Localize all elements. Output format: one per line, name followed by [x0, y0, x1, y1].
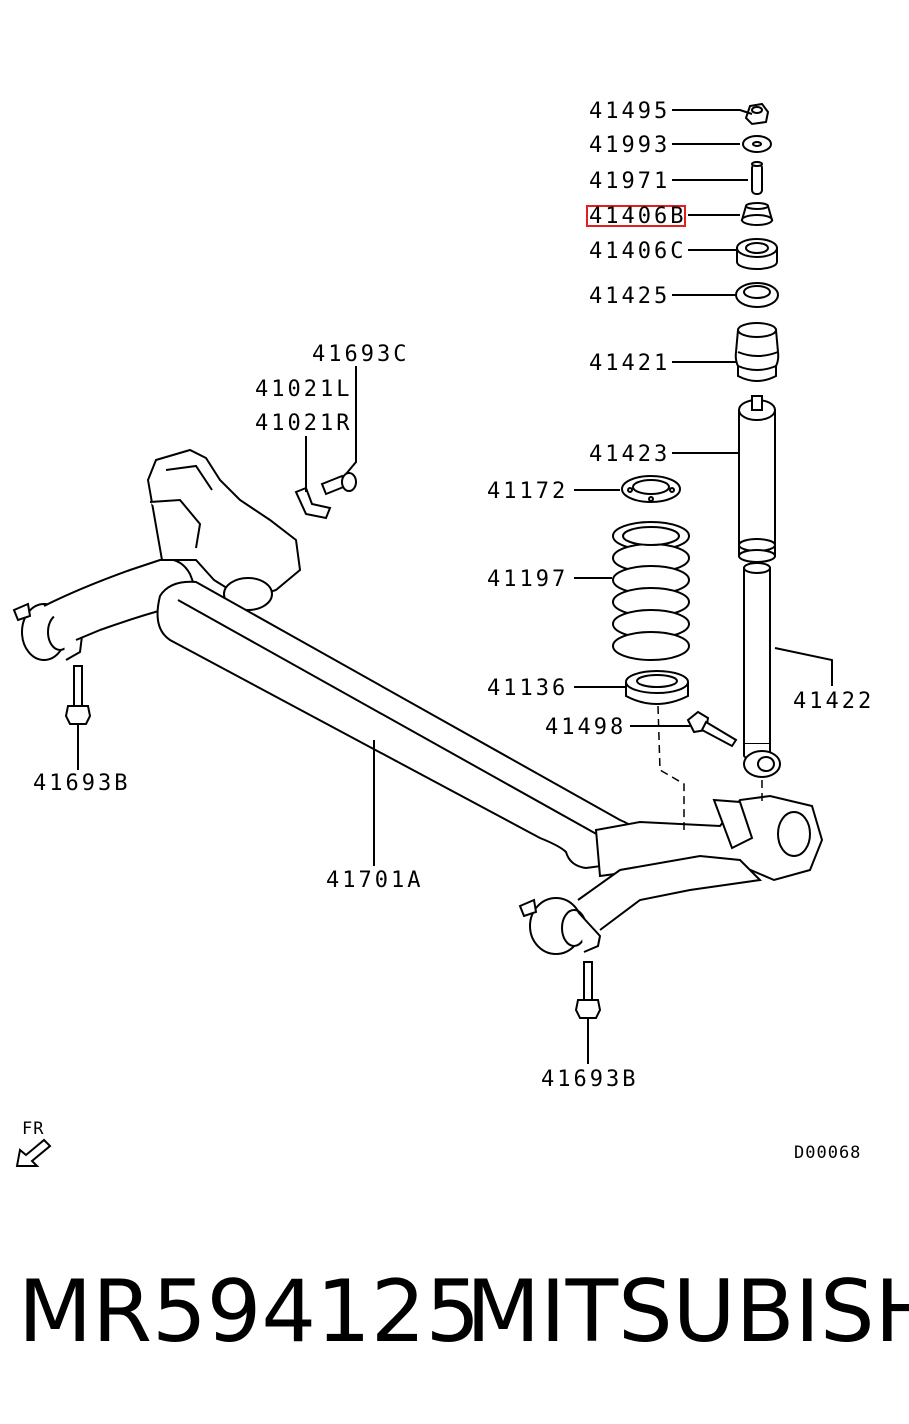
label-41406b[interactable]: 41406B [589, 204, 686, 229]
part-41406c-bushing [736, 238, 778, 270]
part-41495-nut [744, 102, 770, 126]
highlight-box-41406b [586, 205, 686, 227]
part-41423-dust-cover [738, 395, 776, 563]
label-41197[interactable]: 41197 [487, 567, 568, 592]
label-41421[interactable]: 41421 [589, 351, 670, 376]
label-41021l[interactable]: 41021L [255, 377, 352, 402]
front-direction-indicator: FR [15, 1119, 52, 1167]
label-41172[interactable]: 41172 [487, 479, 568, 504]
part-41693b-bolt-left [64, 665, 92, 725]
part-labels: 41495 41993 41971 41406B 41406C 41425 41… [33, 99, 874, 1092]
brand-name: MITSUBISHI [466, 1262, 909, 1362]
part-41693b-bolt-right [574, 961, 602, 1019]
label-41993[interactable]: 41993 [589, 133, 670, 158]
label-41422[interactable]: 41422 [793, 689, 874, 714]
fr-label: FR [22, 1119, 44, 1139]
label-41425[interactable]: 41425 [589, 284, 670, 309]
part-41701a-axle-beam [12, 448, 824, 955]
label-41498[interactable]: 41498 [545, 715, 626, 740]
label-41693b-left[interactable]: 41693B [33, 771, 130, 796]
part-41197-coil-spring [612, 521, 690, 661]
part-number: MR594125 [18, 1262, 481, 1362]
diagram-code: D00068 [794, 1143, 861, 1163]
label-41136[interactable]: 41136 [487, 676, 568, 701]
label-41971[interactable]: 41971 [589, 169, 670, 194]
part-41971-collar [751, 161, 763, 195]
label-41701a[interactable]: 41701A [326, 868, 423, 893]
part-41136-spring-pad [625, 670, 689, 705]
label-41693b-right[interactable]: 41693B [541, 1067, 638, 1092]
part-41425-cup [735, 282, 779, 308]
label-41693c[interactable]: 41693C [312, 342, 409, 367]
part-41421-bump-stop [734, 322, 780, 382]
label-41406c[interactable]: 41406C [589, 239, 686, 264]
leader-lines [77, 109, 833, 1064]
footer: MR594125 MITSUBISHI [0, 1262, 909, 1382]
part-41406b-bushing [740, 202, 774, 226]
label-41423[interactable]: 41423 [589, 442, 670, 467]
label-41495[interactable]: 41495 [589, 99, 670, 124]
front-arrow-icon [15, 1138, 52, 1167]
part-41498-bolt [686, 710, 738, 748]
part-41422-shock-absorber [743, 562, 781, 778]
part-41993-washer [742, 135, 772, 153]
part-41693c-bolt [320, 472, 357, 496]
label-41021r[interactable]: 41021R [255, 411, 352, 436]
part-41172-spring-seat [621, 475, 681, 503]
